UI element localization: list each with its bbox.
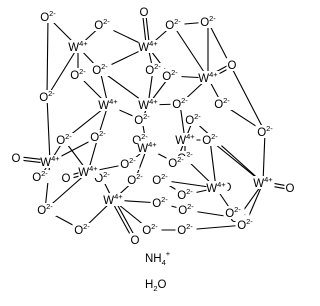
bridging-oxygen-label: O2- <box>39 89 55 104</box>
tungsten-label: W4+ <box>98 97 118 112</box>
bridging-oxygen-label: O2- <box>202 132 218 147</box>
bridging-oxygen-label: O2- <box>74 222 90 237</box>
tungsten-label: W4+ <box>253 175 273 190</box>
ammonium-label: NH4+ <box>145 249 171 267</box>
terminal-oxygen-label: O <box>286 183 295 195</box>
bond <box>207 21 266 133</box>
bridging-oxygen-label: O2- <box>237 217 253 232</box>
bridging-oxygen-label: O2- <box>37 202 53 217</box>
tungsten-label: W4+ <box>103 192 123 207</box>
bond <box>46 16 49 98</box>
bond <box>46 96 51 163</box>
tungsten-label: W4+ <box>206 180 226 195</box>
tungsten-label: W4+ <box>138 39 158 54</box>
bond <box>172 24 209 79</box>
tungsten-label: W4+ <box>68 39 88 54</box>
bridging-oxygen-label: O2- <box>168 155 184 170</box>
terminal-oxygen-label: O <box>62 173 71 185</box>
bridging-oxygen-label: O2- <box>172 96 188 111</box>
terminal-oxygen-label: O <box>228 60 237 72</box>
bond <box>262 131 266 184</box>
bridging-oxygen-label: O2- <box>257 124 273 139</box>
bridging-oxygen-label: O2- <box>225 205 241 220</box>
molecule-diagram: O2-O2-O2-O2-O2-O2-O2-O2-O2-O2-O2-O2-O2-O… <box>10 5 298 293</box>
bridging-oxygen-label: O2- <box>162 68 178 83</box>
tungsten-label: W4+ <box>78 164 98 179</box>
tungsten-label: W4+ <box>40 154 60 169</box>
bridging-oxygen-label: O2- <box>134 112 150 127</box>
bridging-oxygen-label: O2- <box>70 67 86 82</box>
bond <box>209 139 264 184</box>
counterion-layer: NH4+ H2O <box>145 249 171 293</box>
bridging-oxygen-label: O2- <box>145 62 161 77</box>
atom-label-layer: O2-O2-O2-O2-O2-O2-O2-O2-O2-O2-O2-O2-O2-O… <box>10 5 298 247</box>
bond <box>192 119 264 184</box>
tungsten-label: W4+ <box>137 140 157 155</box>
bridging-oxygen-label: O2- <box>177 222 193 237</box>
tungsten-label: W4+ <box>198 70 218 85</box>
bridging-oxygen-label: O2- <box>185 112 201 127</box>
bond <box>209 139 217 189</box>
terminal-oxygen-label: O <box>140 7 149 19</box>
bridging-oxygen-label: O2- <box>152 195 168 210</box>
bridging-oxygen-label: O2- <box>56 132 72 147</box>
polyoxotungstate-structure: O2-O2-O2-O2-O2-O2-O2-O2-O2-O2-O2-O2-O2-O… <box>10 5 298 293</box>
bridging-oxygen-label: O2- <box>142 222 158 237</box>
terminal-oxygen-label: O <box>131 235 140 247</box>
bridging-oxygen-label: O2- <box>214 96 230 111</box>
tungsten-label: W4+ <box>175 132 195 147</box>
bridging-oxygen-label: O2- <box>165 17 181 32</box>
bridging-oxygen-label: O2- <box>127 172 143 187</box>
bridging-oxygen-label: O2- <box>120 156 136 171</box>
bridging-oxygen-label: O2- <box>152 172 168 187</box>
tungsten-label: W4+ <box>138 97 158 112</box>
bridging-oxygen-label: O2- <box>94 17 110 32</box>
bridging-oxygen-label: O2- <box>90 129 106 144</box>
bridging-oxygen-label: O2- <box>177 187 193 202</box>
bridging-oxygen-label: O2- <box>132 132 148 147</box>
bridging-oxygen-label: O2- <box>92 62 108 77</box>
bridging-oxygen-label: O2- <box>94 170 110 185</box>
terminal-oxygen-label: O <box>12 153 21 165</box>
bridging-oxygen-label: O2- <box>178 202 194 217</box>
bond <box>46 46 79 98</box>
bridging-oxygen-label: O2- <box>40 9 56 24</box>
bridging-oxygen-label: O2- <box>200 14 216 29</box>
bridging-oxygen-label: O2- <box>32 169 48 184</box>
water-label: H2O <box>145 279 166 293</box>
